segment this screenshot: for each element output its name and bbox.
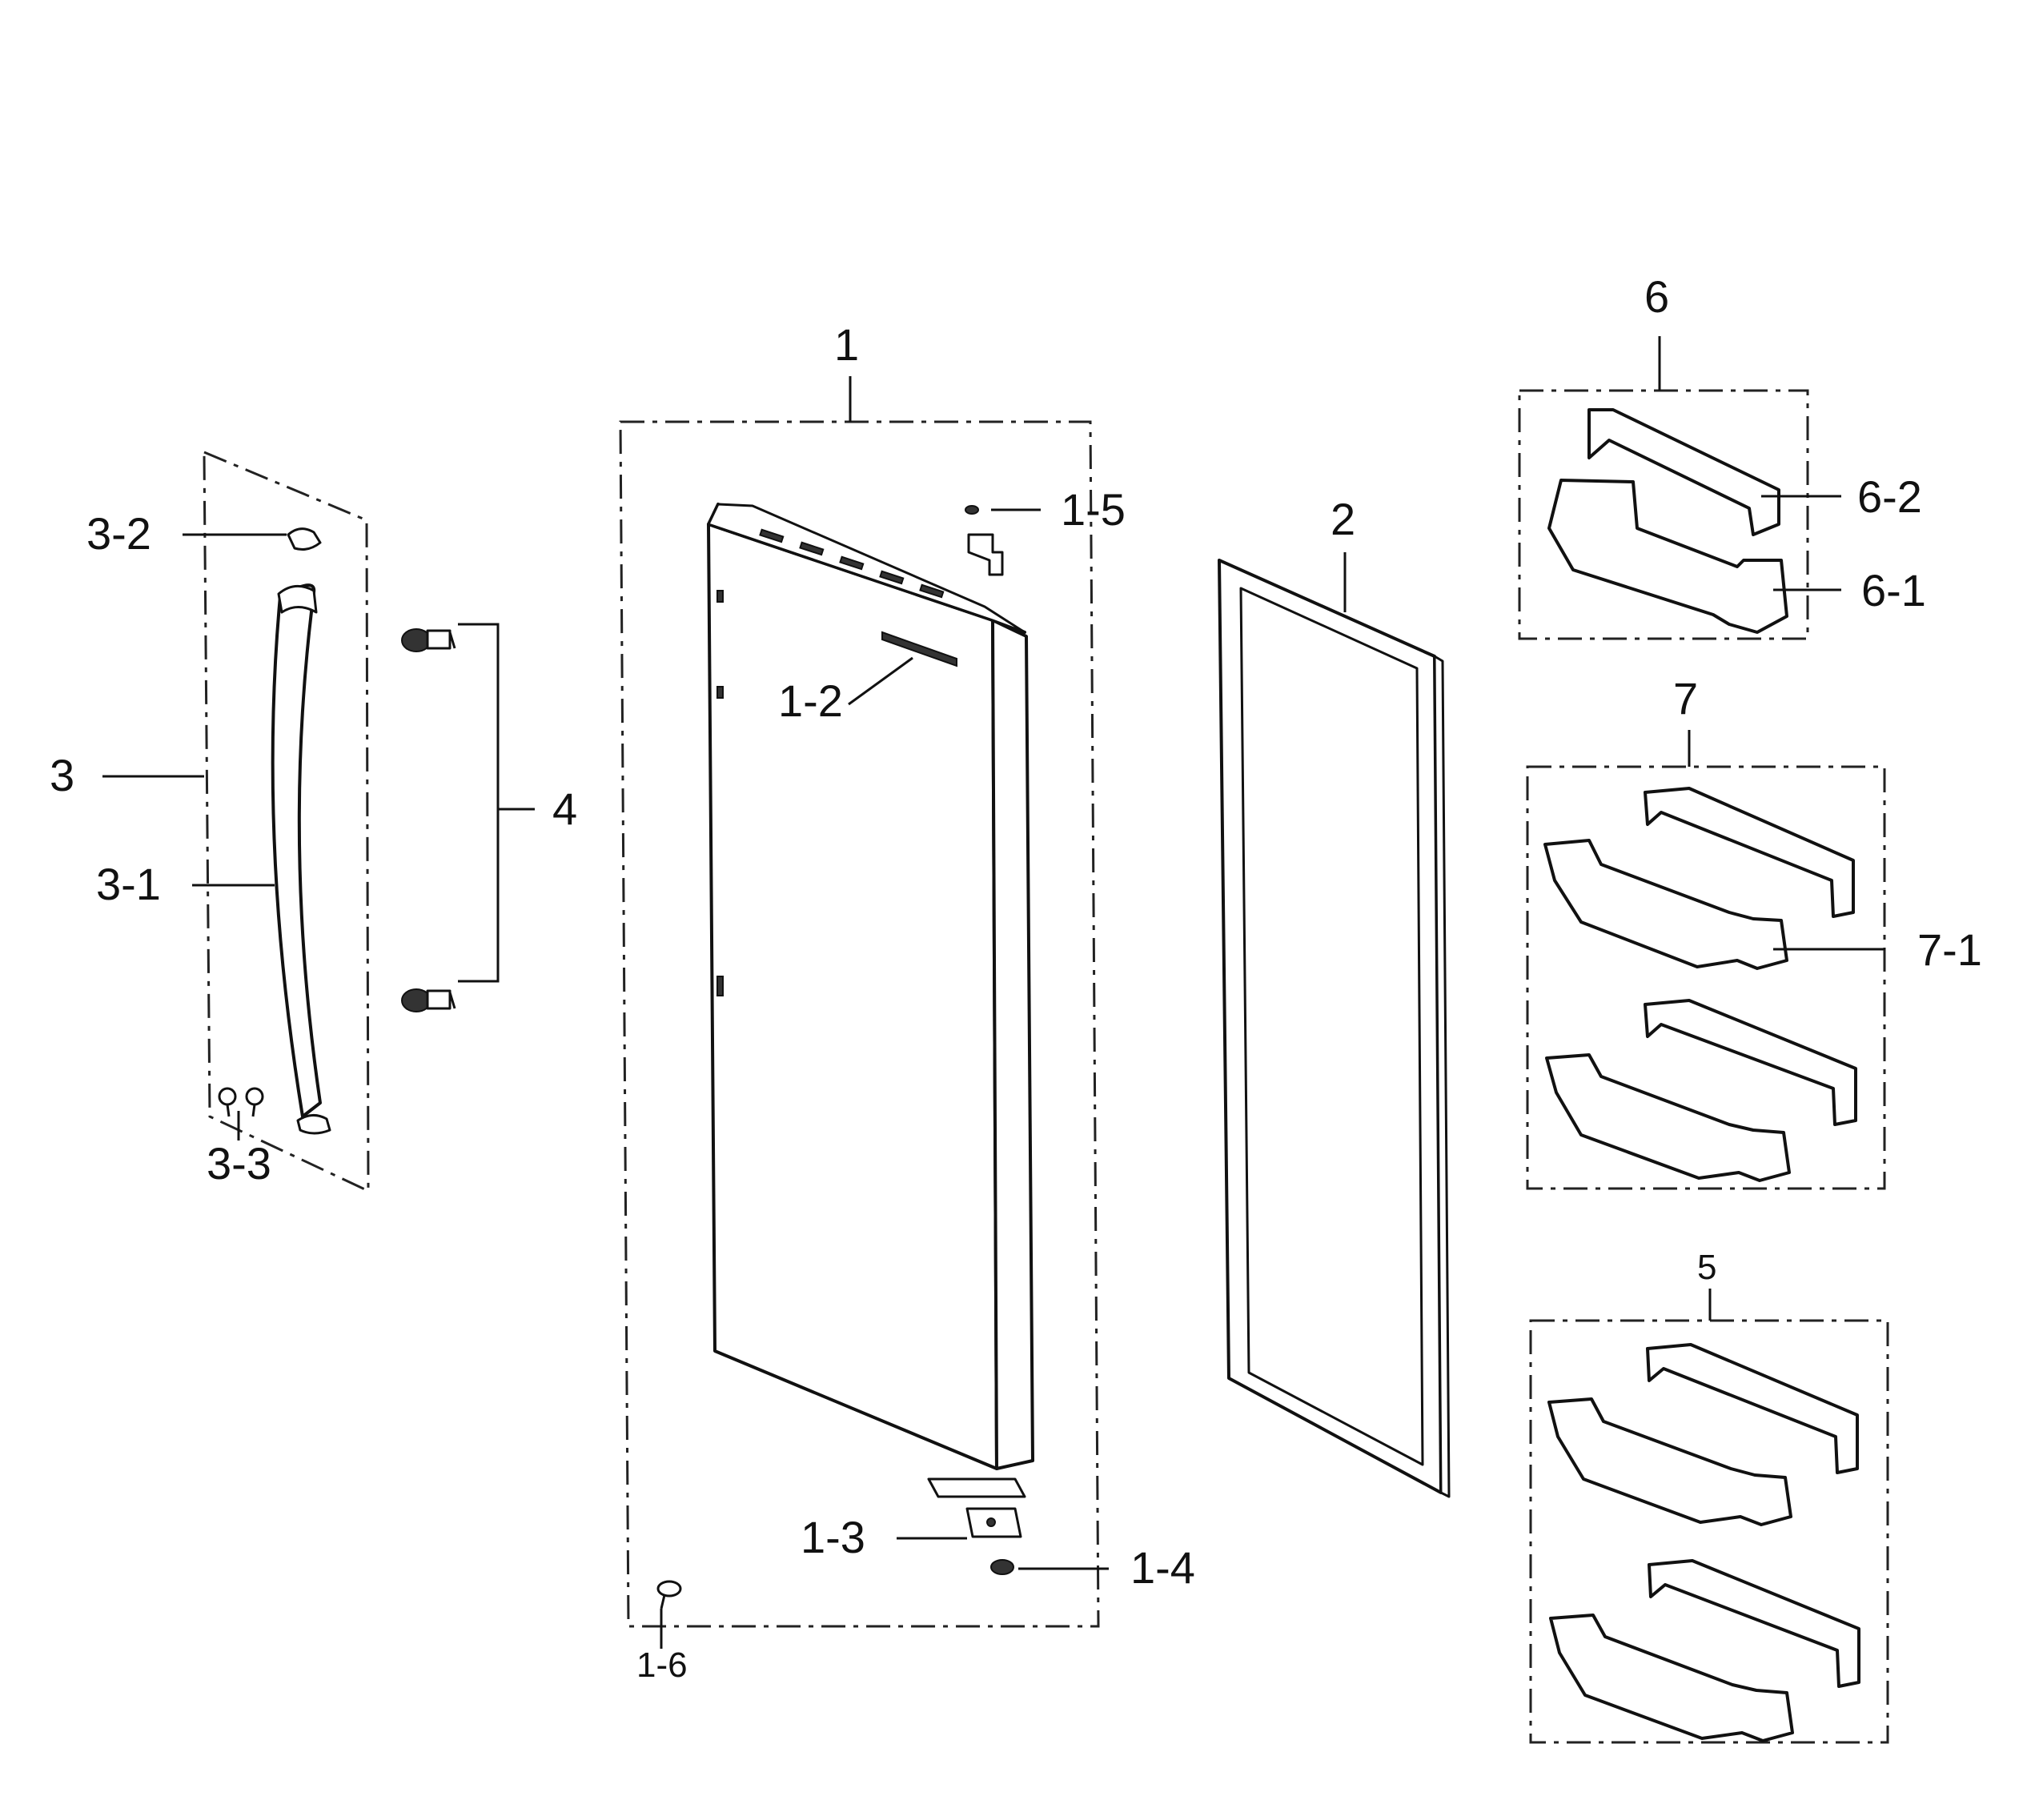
label-1-6: 1-6 xyxy=(636,1646,688,1685)
door-assembly-group: 1 1-2 1-5 xyxy=(619,319,1195,1685)
door-gasket-edge xyxy=(1433,655,1451,1498)
door-group-boundary xyxy=(619,420,1100,1628)
door-panel-front xyxy=(707,523,998,1470)
door-guard-group-7: 7 7-1 xyxy=(1526,673,1982,1190)
door-guard-5-1-bin xyxy=(1547,1397,1792,1526)
door-gasket-inner xyxy=(1239,587,1424,1466)
door-handle xyxy=(271,583,322,1118)
mounting-stud-bottom xyxy=(401,988,456,1012)
door-gasket-group: 2 xyxy=(1218,494,1451,1498)
door-top-vents xyxy=(759,528,945,599)
door-guard-5-2-bin xyxy=(1549,1614,1794,1742)
mounting-stud-group: 4 xyxy=(401,623,577,1012)
door-panel-side xyxy=(991,619,1034,1470)
label-3-3: 3-3 xyxy=(207,1138,271,1189)
top-hinge-pin xyxy=(965,505,1004,576)
door-top-cap xyxy=(707,503,1026,634)
door-guard-7-2-rail xyxy=(1644,999,1857,1126)
door-guard-5-1-rail xyxy=(1646,1343,1859,1474)
bracket-4 xyxy=(458,623,500,983)
door-guard-5-2-rail xyxy=(1648,1559,1860,1688)
label-1-3: 1-3 xyxy=(801,1512,865,1562)
label-1: 1 xyxy=(834,319,859,370)
dairy-bin-group: 6 6-2 6-1 xyxy=(1518,271,1926,640)
label-2: 2 xyxy=(1331,494,1355,544)
dairy-bin-tray xyxy=(1547,479,1788,634)
label-6: 6 xyxy=(1644,271,1669,322)
door-mark-2 xyxy=(716,686,724,699)
leader-1-2 xyxy=(848,656,913,706)
handle-end-cap-top xyxy=(287,527,322,551)
door-mark-1 xyxy=(716,590,724,603)
label-3: 3 xyxy=(50,750,74,800)
mounting-stud-top xyxy=(401,628,456,652)
door-guard-7-2-bin xyxy=(1545,1053,1791,1182)
label-3-2: 3-2 xyxy=(86,508,151,559)
label-7-1: 7-1 xyxy=(1917,924,1982,975)
door-mark-3 xyxy=(716,976,724,996)
handle-screws xyxy=(218,1087,264,1117)
label-5: 5 xyxy=(1697,1248,1716,1287)
label-6-2: 6-2 xyxy=(1857,471,1922,522)
dairy-bin-group-boundary xyxy=(1518,389,1809,640)
bottom-hinge-bracket xyxy=(927,1477,1026,1538)
door-guard-7-1-rail xyxy=(1644,787,1855,918)
handle-assembly-group: 3 3-1 3-2 3-3 xyxy=(50,450,370,1193)
label-7: 7 xyxy=(1673,673,1698,724)
door-guard-7-1-bin xyxy=(1543,839,1788,970)
handle-group-boundary xyxy=(203,450,370,1193)
label-4: 4 xyxy=(552,784,577,834)
label-6-1: 6-1 xyxy=(1861,565,1926,615)
door-guard-group-7-boundary xyxy=(1526,765,1886,1190)
model-badge xyxy=(881,631,957,667)
door-screw xyxy=(656,1580,682,1610)
door-handle-top-cap xyxy=(277,584,318,614)
label-1-4: 1-4 xyxy=(1130,1542,1195,1593)
handle-end-cap-bottom xyxy=(296,1114,331,1135)
hinge-washer xyxy=(990,1559,1014,1575)
door-guard-group-5: 5 xyxy=(1529,1248,1889,1744)
label-3-1: 3-1 xyxy=(96,859,161,909)
label-1-5: 1-5 xyxy=(1061,484,1126,535)
dairy-bin-cover xyxy=(1587,408,1780,536)
label-1-2: 1-2 xyxy=(778,675,843,726)
door-guard-group-5-boundary xyxy=(1529,1319,1889,1744)
